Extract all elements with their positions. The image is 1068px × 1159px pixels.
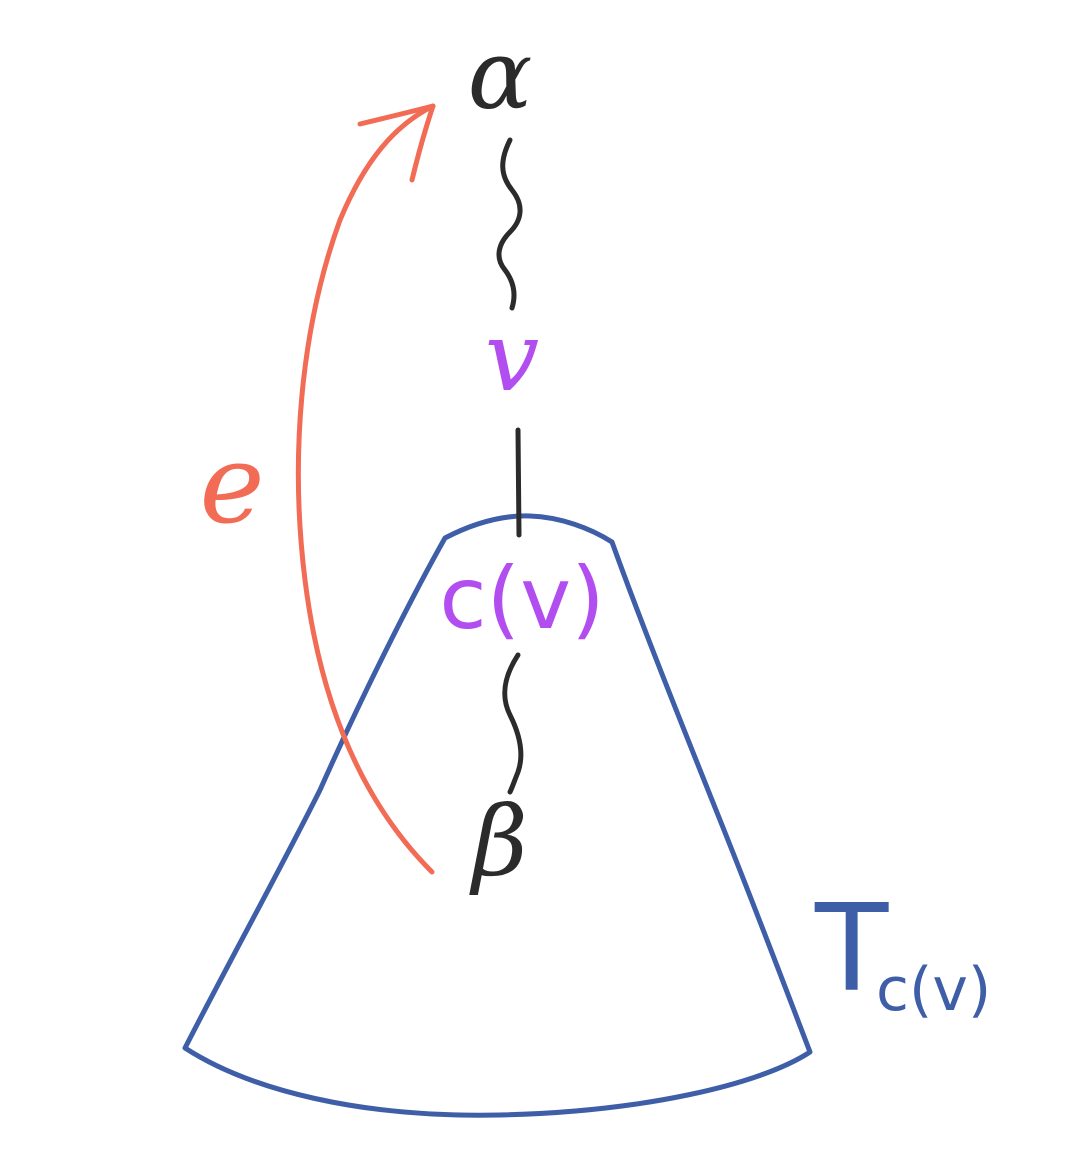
edge-e-arc — [295, 103, 436, 875]
subtree-label-main: T — [814, 880, 889, 1019]
node-v-label: v — [485, 301, 539, 413]
node-alpha-label: α — [468, 19, 533, 131]
subtree-label-subscript: c(v) — [876, 955, 991, 1025]
edge-e-arrowhead-icon — [357, 103, 436, 183]
subtree-outline — [182, 513, 813, 1118]
node-beta-label: β — [469, 786, 528, 898]
path-alpha-to-v — [496, 137, 523, 311]
edge-e-label: e — [199, 420, 264, 548]
path-cv-to-beta — [502, 652, 524, 795]
node-cv-label: c(v) — [439, 549, 604, 649]
edge-v-to-cv — [515, 427, 522, 538]
